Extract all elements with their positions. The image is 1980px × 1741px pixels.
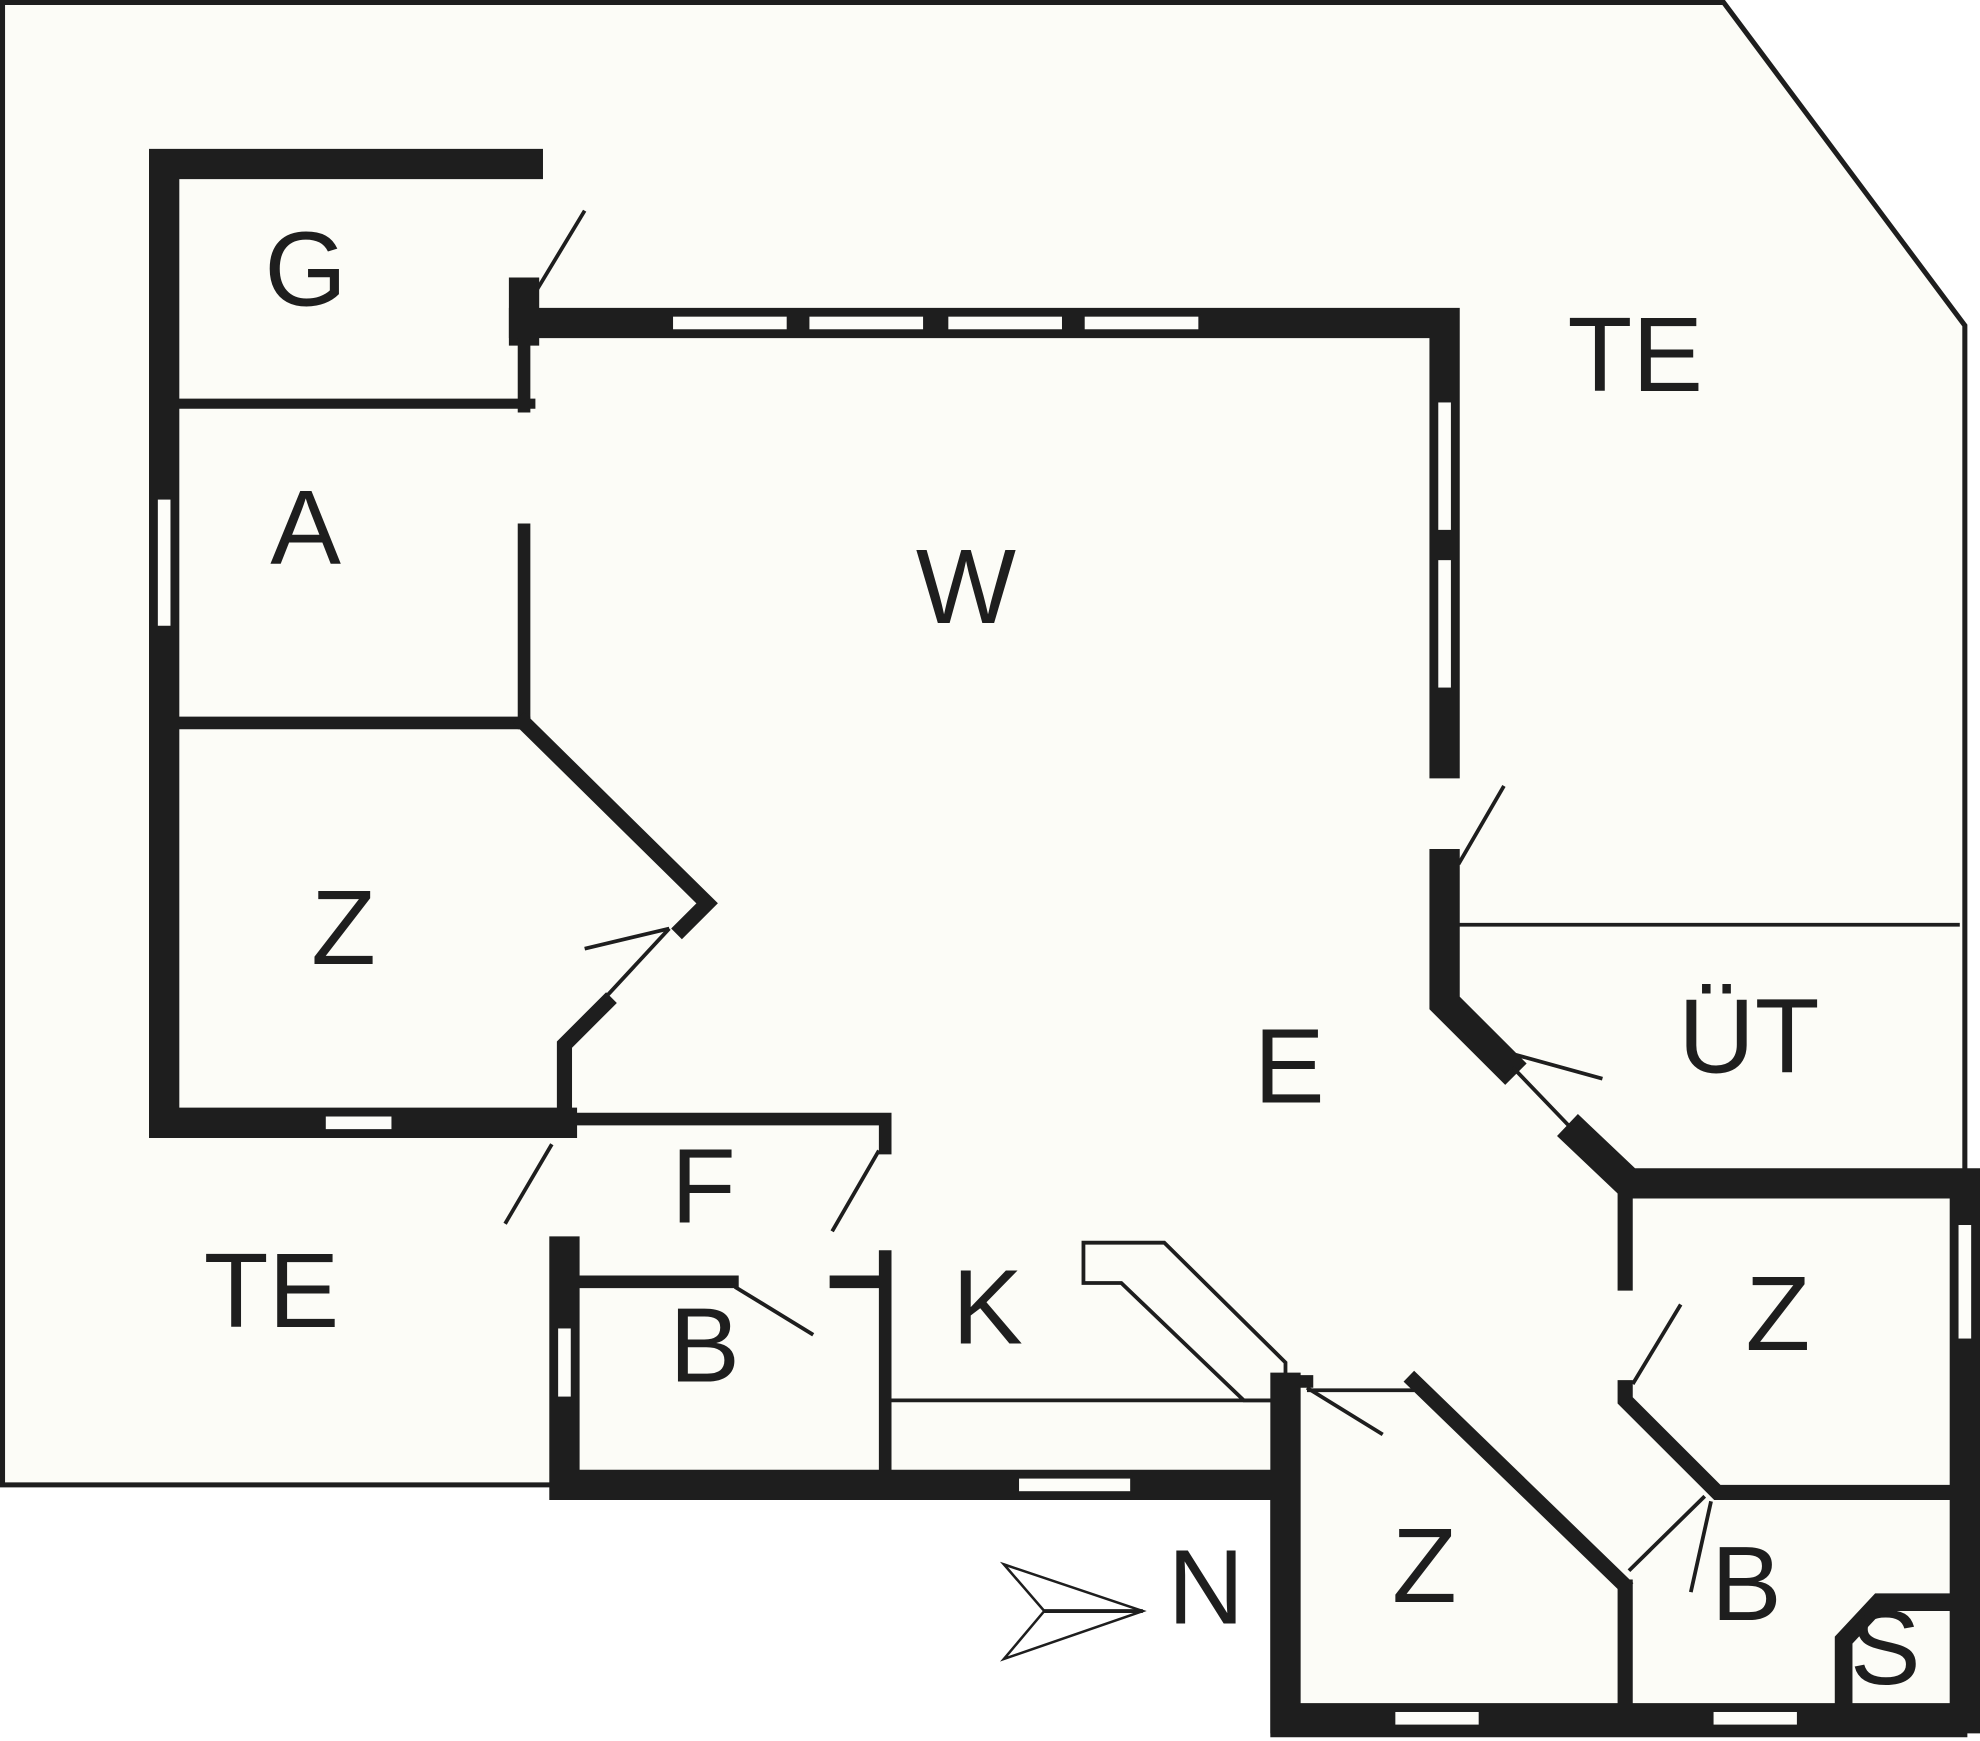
room-label-bedroom-west: Z <box>311 869 376 987</box>
windows <box>155 314 1974 1728</box>
room-labels: G A W Z TE TE E ÜT F B K Z Z B S <box>204 210 1921 1707</box>
room-label-living: W <box>916 528 1016 646</box>
north-label: N <box>1168 1529 1245 1647</box>
room-label-bath-east: B <box>1711 1525 1782 1643</box>
room-label-storage: A <box>270 469 341 587</box>
north-arrow: N <box>999 1529 1245 1662</box>
room-label-terrace-east: TE <box>1567 296 1703 414</box>
room-label-hallway: F <box>671 1128 736 1246</box>
room-label-terrace-west: TE <box>204 1232 340 1350</box>
room-label-utility: ÜT <box>1678 977 1819 1095</box>
room-label-bath-west: B <box>669 1286 740 1404</box>
room-label-bedroom-south: Z <box>1392 1507 1457 1625</box>
room-label-entrance: E <box>1254 1008 1325 1126</box>
room-label-shower: S <box>1850 1589 1921 1707</box>
room-label-bedroom-east: Z <box>1746 1255 1811 1373</box>
kitchen-counter <box>1081 1240 1288 1403</box>
room-label-garage: G <box>264 210 347 328</box>
room-label-kitchen: K <box>952 1249 1023 1367</box>
door-swings <box>503 209 1713 1593</box>
